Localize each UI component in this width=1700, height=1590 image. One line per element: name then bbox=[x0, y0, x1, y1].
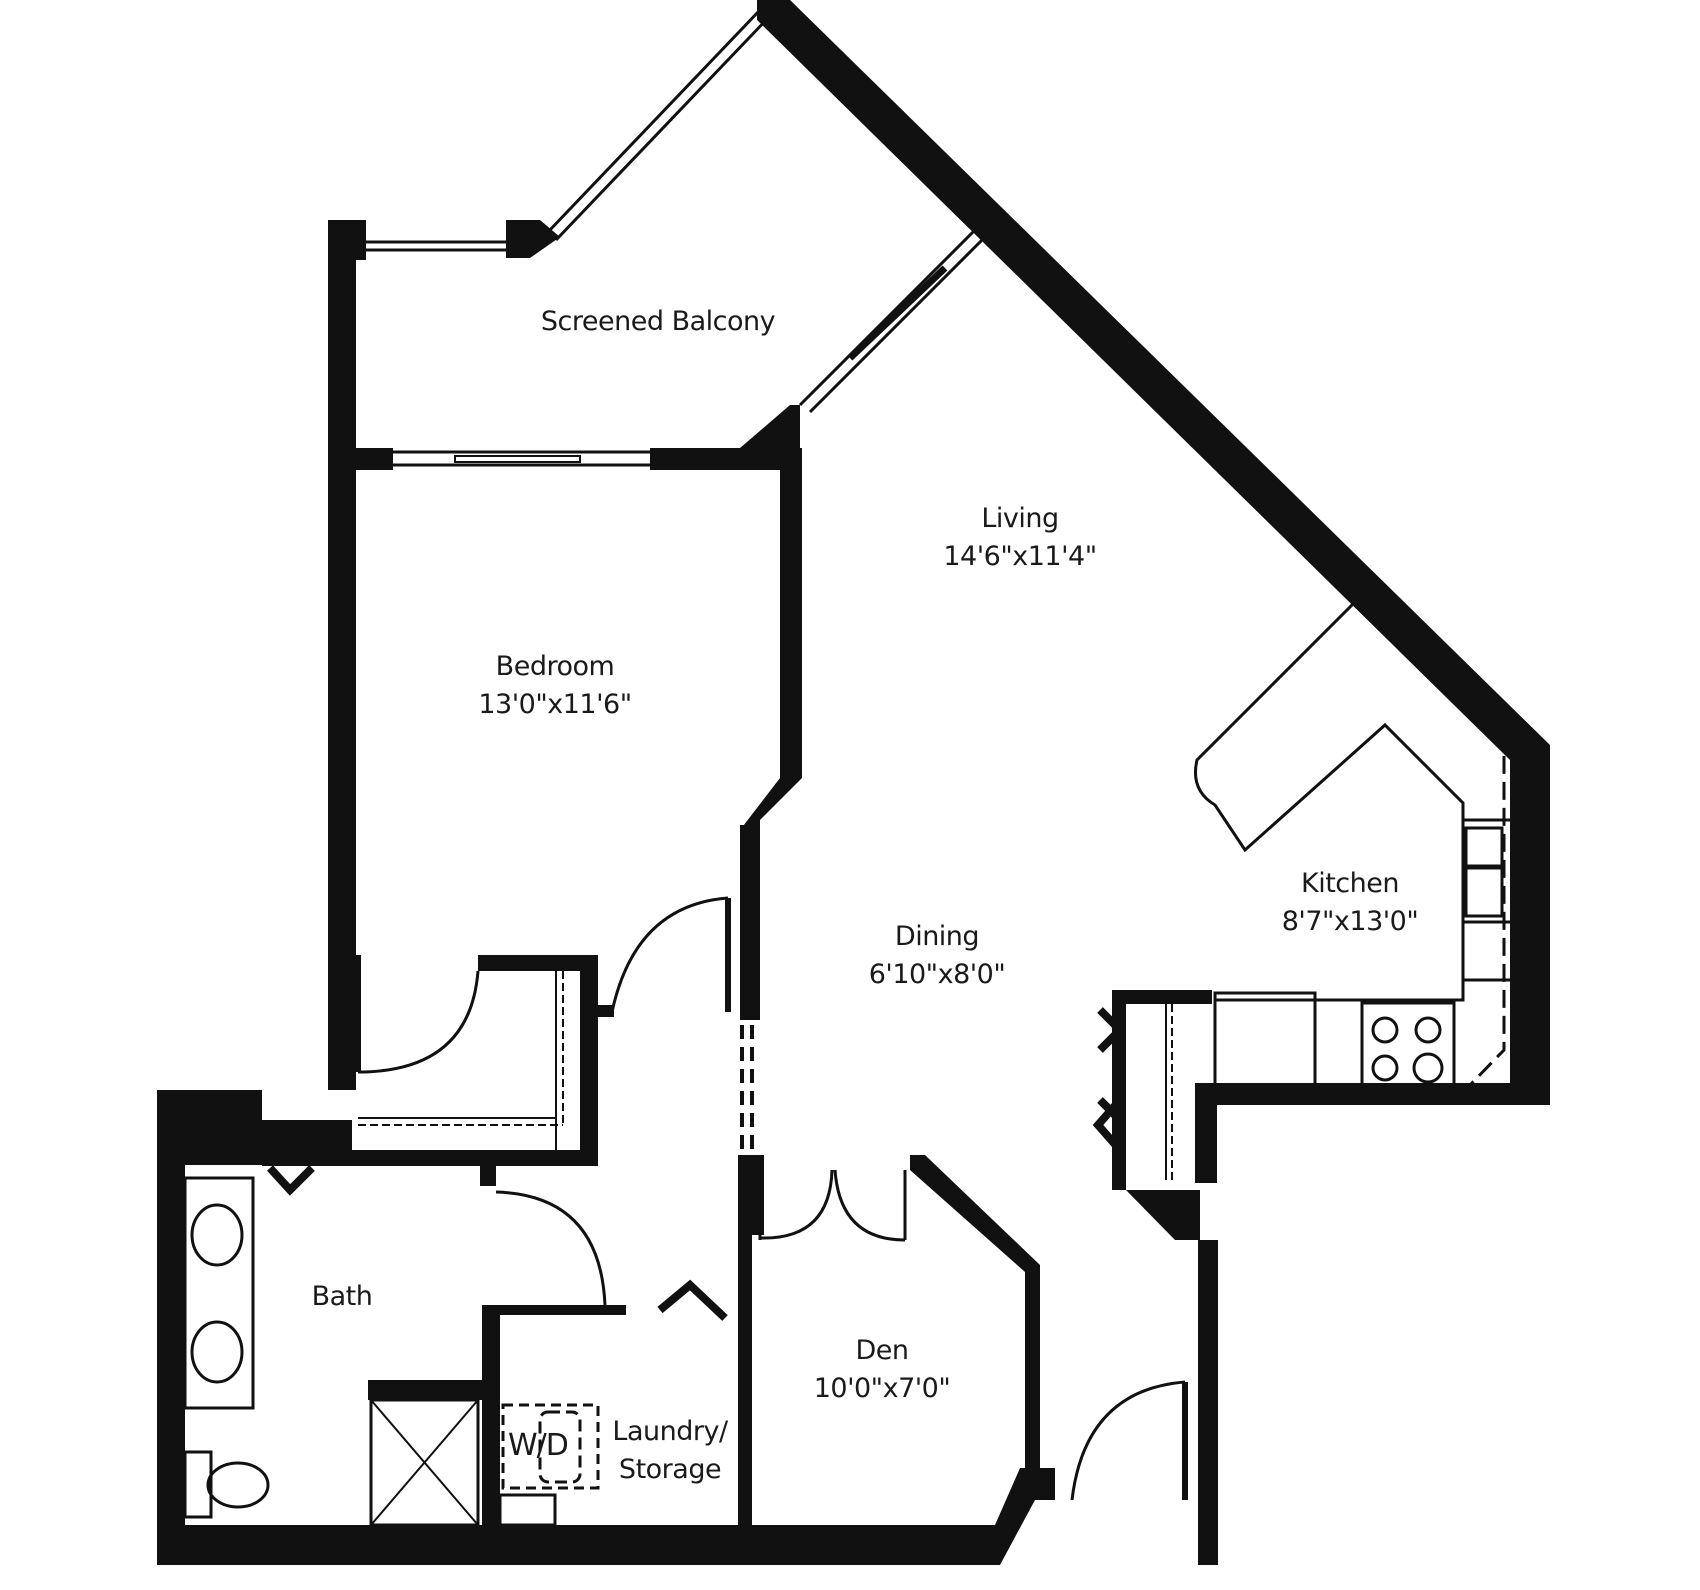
bedroom-dimensions: 13'0"x11'6" bbox=[478, 689, 632, 720]
walls bbox=[157, 0, 1550, 1565]
dining-dimensions: 6'10"x8'0" bbox=[868, 959, 1006, 990]
kitchen-fixtures bbox=[1194, 595, 1510, 1087]
windows bbox=[366, 8, 992, 467]
living-dimensions: 14'6"x11'4" bbox=[943, 541, 1097, 572]
bath-fixtures bbox=[183, 1176, 600, 1527]
den-dimensions: 10'0"x7'0" bbox=[813, 1373, 951, 1404]
room-label-bath: Bath bbox=[311, 1281, 373, 1312]
closet-shelves bbox=[358, 971, 1173, 1180]
room-label-laundry: Laundry/Storage bbox=[612, 1416, 728, 1485]
kitchen-dimensions: 8'7"x13'0" bbox=[1281, 906, 1419, 937]
doors bbox=[267, 896, 1188, 1501]
washer-dryer-label: W/D bbox=[508, 1428, 569, 1463]
room-label-balcony: Screened Balcony bbox=[540, 306, 776, 337]
